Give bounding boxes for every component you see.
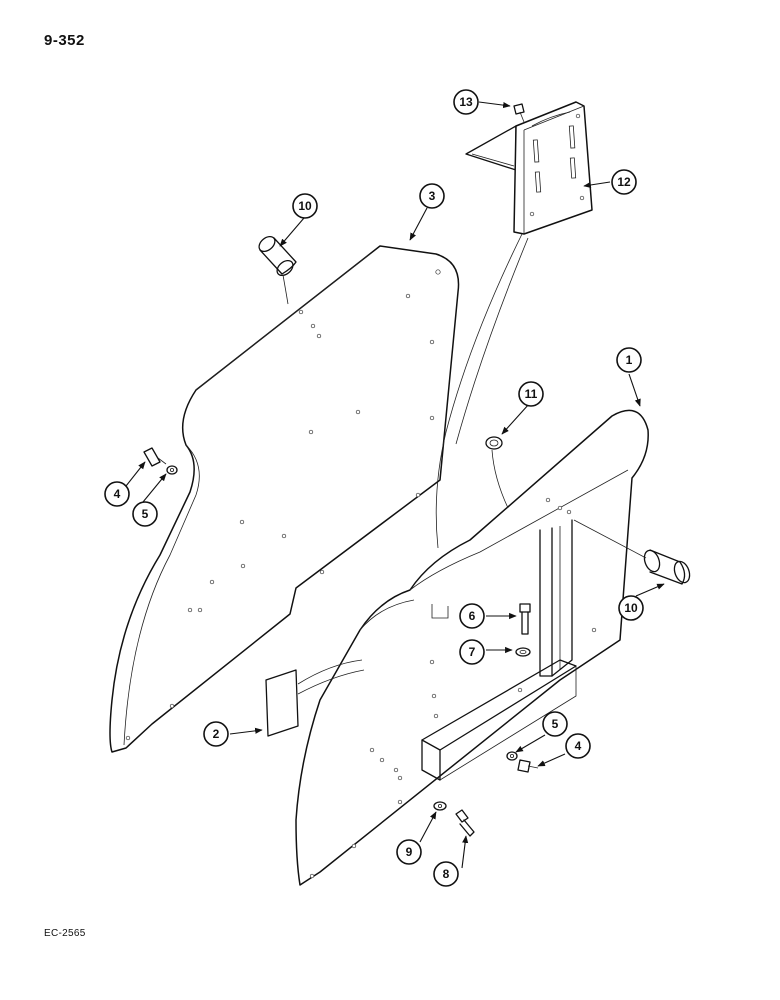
- callout-4-lower-label: 4: [575, 739, 582, 753]
- callout-6-label: 6: [469, 609, 476, 623]
- callout-9: 9: [396, 839, 422, 865]
- callout-13: 13: [453, 89, 479, 115]
- callout-12-label: 12: [617, 175, 631, 189]
- callout-11-label: 11: [525, 387, 538, 401]
- bushing-upper: [258, 235, 297, 305]
- washer-7: [515, 647, 531, 657]
- leader-lines: [125, 101, 665, 869]
- callout-4-upper: 4: [104, 481, 130, 507]
- callout-10-upper: 10: [292, 193, 318, 219]
- screw: [513, 103, 525, 123]
- bolt-6: [519, 603, 531, 635]
- callout-5-upper: 5: [132, 501, 158, 527]
- callout-10-upper-label: 10: [298, 199, 312, 213]
- drawing-code: EC-2565: [44, 928, 86, 939]
- bolt-upper-left: [143, 447, 178, 475]
- fender-panel-left: [109, 245, 460, 753]
- callout-10-lower-label: 10: [624, 601, 638, 615]
- callout-8: 8: [433, 861, 459, 887]
- callout-2-label: 2: [213, 727, 220, 741]
- bolt-lower-right: [506, 751, 539, 773]
- callout-12: 12: [611, 169, 637, 195]
- callout-11: 11: [518, 381, 544, 407]
- callout-1-label: 1: [626, 353, 633, 367]
- callout-6: 6: [459, 603, 485, 629]
- washer-9: [433, 801, 447, 811]
- callout-4-upper-label: 4: [114, 487, 121, 501]
- callout-5-lower-label: 5: [552, 717, 559, 731]
- callout-5-lower: 5: [542, 711, 568, 737]
- callout-1: 1: [616, 347, 642, 373]
- decal: [265, 659, 365, 737]
- bolt-8: [455, 809, 475, 837]
- grommet: [485, 436, 509, 509]
- page-number: 9-352: [44, 32, 85, 49]
- mounting-bracket: [465, 101, 593, 235]
- callout-8-label: 8: [443, 867, 450, 881]
- bushing-lower: [573, 519, 691, 585]
- callout-10-lower: 10: [618, 595, 644, 621]
- callout-13-label: 13: [459, 95, 473, 109]
- callout-3: 3: [419, 183, 445, 209]
- callout-4-lower: 4: [565, 733, 591, 759]
- callout-7: 7: [459, 639, 485, 665]
- callout-3-label: 3: [429, 189, 436, 203]
- callout-5-upper-label: 5: [142, 507, 149, 521]
- callout-9-label: 9: [406, 845, 413, 859]
- callout-7-label: 7: [469, 645, 476, 659]
- callout-2: 2: [203, 721, 229, 747]
